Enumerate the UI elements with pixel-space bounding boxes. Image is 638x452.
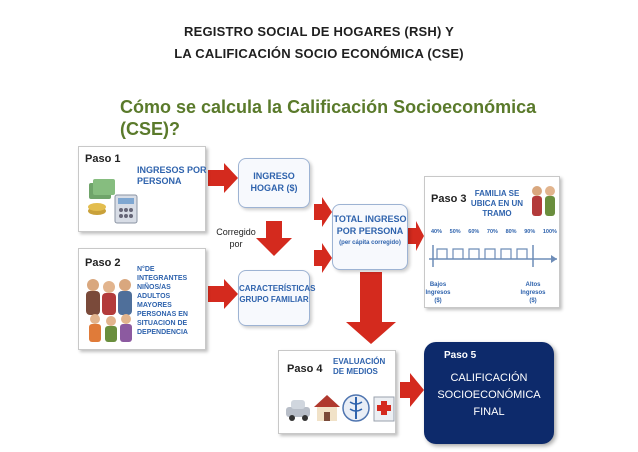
arrow-ingreso-down: [256, 221, 292, 256]
paso3-label: Paso 3: [431, 193, 467, 205]
paso2-box: Paso 2 N°DE INTEGRANTES NIÑOS/AS ADULTOS…: [78, 248, 206, 350]
tick-40: 40%: [431, 229, 443, 235]
total-ingreso-box: TOTAL INGRESO POR PERSONA (per cápita co…: [332, 204, 408, 270]
arrow-total-to-paso3: [408, 221, 424, 251]
tramo-ticks: 40% 50% 60% 70% 80% 90% 100%: [431, 229, 557, 235]
arrow-to-total-1: [314, 197, 332, 227]
ingreso-hogar-text: INGRESO HOGAR ($): [250, 171, 298, 193]
caracteristicas-box: CARACTERÍSTICAS GRUPO FAMILIAR: [238, 270, 315, 326]
tick-60: 60%: [468, 229, 480, 235]
health-caduceus-icon: [342, 394, 370, 422]
family-icon: [532, 186, 555, 216]
altos-ingresos-label: Altos Ingresos ($): [520, 282, 546, 304]
paso2-text: N°DE INTEGRANTES NIÑOS/AS ADULTOS MAYORE…: [137, 266, 188, 336]
paso5-text: CALIFICACIÓN SOCIOECONÓMICA FINAL: [437, 372, 541, 418]
paso2-label: Paso 2: [85, 257, 121, 269]
car-icon: [286, 400, 310, 421]
total-ingreso-title: TOTAL INGRESO POR PERSONA: [333, 214, 407, 236]
paso1-label: Paso 1: [85, 153, 121, 165]
header-line-1: REGISTRO SOCIAL DE HOGARES (RSH) Y: [184, 24, 454, 39]
paso3-box: Paso 3 FAMILIA SE UBICA EN UN TRAMO 40% …: [424, 176, 560, 308]
medios-icons: [286, 394, 395, 422]
header-line-2: LA CALIFICACIÓN SOCIO ECONÓMICA (CSE): [174, 46, 464, 61]
paso1-text: INGRESOS POR PERSONA: [137, 165, 207, 186]
page-title: Cómo se calcula la Calificación Socioeco…: [120, 97, 537, 139]
tick-90: 90%: [524, 229, 536, 235]
paso4-box: Paso 4 EVALUACIÓN DE MEDIOS: [278, 350, 396, 434]
paso4-text: EVALUACIÓN DE MEDIOS: [333, 357, 386, 376]
paso5-label: Paso 5: [444, 350, 477, 361]
paso4-label: Paso 4: [287, 363, 323, 375]
paso3-text: FAMILIA SE UBICA EN UN TRAMO: [470, 189, 524, 218]
tick-70: 70%: [486, 229, 498, 235]
money-stack-icon: [88, 179, 138, 224]
bajos-ingresos-label: Bajos Ingresos ($): [425, 282, 451, 304]
house-icon: [314, 395, 340, 421]
arrow-paso4-to-paso5: [400, 373, 424, 407]
caracteristicas-text: CARACTERÍSTICAS GRUPO FAMILIAR: [239, 284, 316, 304]
corregido-label: Corregido por: [216, 227, 256, 249]
tick-50: 50%: [449, 229, 461, 235]
total-ingreso-note: (per cápita corregido): [339, 240, 401, 246]
paso5-box: Paso 5 CALIFICACIÓN SOCIOECONÓMICA FINAL: [424, 342, 554, 444]
arrow-paso1-to-ingreso: [208, 163, 238, 193]
tramo-scale: [429, 245, 557, 267]
ingreso-hogar-box: INGRESO HOGAR ($): [238, 158, 310, 208]
paso1-box: Paso 1 INGRESOS POR PERSONA: [78, 146, 207, 232]
tick-80: 80%: [505, 229, 517, 235]
family-group-icon: [86, 279, 132, 342]
arrow-to-total-2: [314, 243, 332, 273]
tick-100: 100%: [542, 229, 557, 235]
hospital-icon: [373, 396, 395, 422]
arrow-total-to-paso4: [346, 272, 396, 344]
arrow-paso2-to-caracteristicas: [208, 279, 238, 309]
